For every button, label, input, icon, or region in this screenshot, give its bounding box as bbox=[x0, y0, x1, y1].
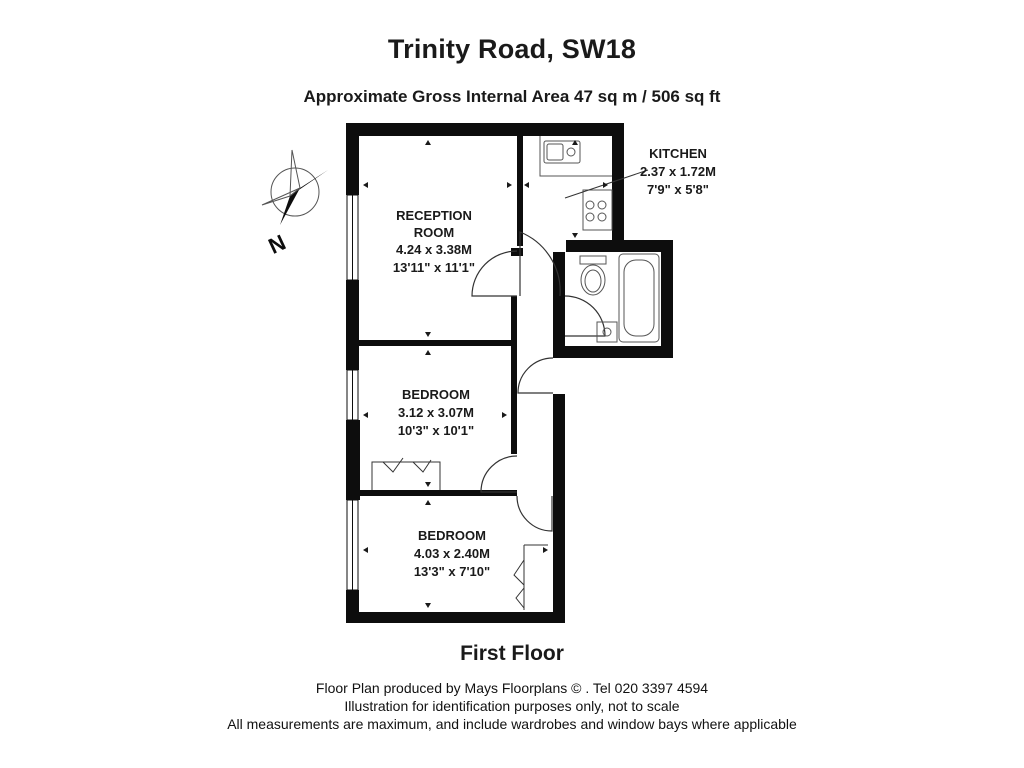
footer-credit: Floor Plan produced by Mays Floorplans ©… bbox=[315, 680, 709, 696]
gross-area: Approximate Gross Internal Area 47 sq m … bbox=[303, 87, 721, 106]
dimension-tick bbox=[425, 332, 431, 337]
wall-segment bbox=[517, 136, 523, 246]
dimension-tick bbox=[363, 412, 368, 418]
doors bbox=[471, 231, 606, 532]
wall-segment bbox=[553, 346, 673, 358]
bath bbox=[618, 253, 660, 343]
dimension-tick bbox=[363, 547, 368, 553]
door-swing bbox=[564, 295, 606, 337]
room-metric: 3.12 x 3.07M bbox=[398, 405, 474, 420]
plan-title: Trinity Road, SW18 bbox=[387, 34, 637, 64]
wall-segment bbox=[346, 123, 359, 195]
room-metric: 2.37 x 1.72M bbox=[640, 164, 716, 179]
wall-segment bbox=[511, 296, 517, 346]
wardrobes bbox=[371, 457, 548, 610]
room-kitchen: KITCHEN 2.37 x 1.72M 7'9" x 5'8" bbox=[640, 146, 716, 197]
door-swing bbox=[480, 455, 518, 493]
dimension-tick bbox=[543, 547, 548, 553]
footer-measurements-note: All measurements are maximum, and includ… bbox=[227, 716, 797, 732]
door-swing bbox=[519, 231, 561, 297]
wardrobe bbox=[371, 461, 441, 490]
dimension-tick bbox=[572, 233, 578, 238]
room-name: RECEPTION bbox=[396, 208, 472, 223]
dimension-tick bbox=[425, 482, 431, 487]
compass-label: N bbox=[265, 230, 290, 259]
kitchen-fixtures bbox=[539, 136, 613, 231]
dimension-tick bbox=[425, 140, 431, 145]
dimension-tick bbox=[363, 182, 368, 188]
sink bbox=[543, 140, 581, 164]
room-imperial: 13'11" x 11'1" bbox=[393, 260, 475, 275]
dimension-tick bbox=[572, 140, 578, 145]
dimension-tick bbox=[507, 182, 512, 188]
wall-segment bbox=[553, 394, 565, 623]
room-metric: 4.03 x 2.40M bbox=[414, 546, 490, 561]
wall-segment bbox=[661, 240, 673, 358]
room-reception: RECEPTION ROOM 4.24 x 3.38M 13'11" x 11'… bbox=[393, 208, 475, 275]
door-swing bbox=[516, 495, 553, 532]
bathroom-fixtures bbox=[579, 253, 660, 343]
wall-segment bbox=[359, 340, 517, 346]
door-swing bbox=[471, 250, 518, 297]
dimension-tick bbox=[524, 182, 529, 188]
kitchen-pointer bbox=[564, 169, 649, 199]
windows bbox=[346, 194, 359, 591]
door-swing bbox=[517, 357, 554, 394]
wardrobe bbox=[523, 544, 548, 610]
room-name: BEDROOM bbox=[418, 528, 486, 543]
room-bedroom-2: BEDROOM 4.03 x 2.40M 13'3" x 7'10" bbox=[414, 528, 490, 579]
cistern bbox=[579, 255, 607, 265]
basin bbox=[596, 321, 618, 343]
room-imperial: 10'3" x 10'1" bbox=[398, 423, 474, 438]
wall-segment bbox=[359, 490, 517, 496]
floor-plan: N KITCHEN 2.37 x 1.72M 7'9" x 5'8" RECEP… bbox=[261, 123, 716, 623]
north-arrow: N bbox=[261, 149, 328, 259]
room-bedroom-1: BEDROOM 3.12 x 3.07M 10'3" x 10'1" bbox=[398, 387, 474, 438]
room-name: KITCHEN bbox=[649, 146, 707, 161]
room-name: ROOM bbox=[414, 225, 454, 240]
room-imperial: 13'3" x 7'10" bbox=[414, 564, 490, 579]
wall-segment bbox=[566, 240, 672, 252]
wall-segment bbox=[511, 248, 523, 256]
walls bbox=[346, 123, 673, 623]
footer-disclaimer: Illustration for identification purposes… bbox=[344, 698, 680, 714]
dimension-tick bbox=[425, 350, 431, 355]
wall-segment bbox=[612, 123, 624, 245]
wall-segment bbox=[511, 346, 517, 454]
wall-segment bbox=[346, 612, 565, 623]
hob bbox=[582, 189, 613, 231]
room-name: BEDROOM bbox=[402, 387, 470, 402]
toilet bbox=[580, 264, 606, 296]
dimension-tick bbox=[603, 182, 608, 188]
wall-segment bbox=[346, 420, 360, 500]
dimension-markers bbox=[363, 140, 608, 608]
wall-segment bbox=[346, 123, 624, 136]
wall-segment bbox=[557, 256, 565, 286]
wall-segment bbox=[346, 280, 359, 370]
dimension-tick bbox=[502, 412, 507, 418]
dimension-tick bbox=[425, 500, 431, 505]
compass-ring bbox=[270, 167, 320, 217]
worktop bbox=[539, 136, 612, 177]
floor-name: First Floor bbox=[460, 642, 564, 665]
dimension-tick bbox=[425, 603, 431, 608]
room-imperial: 7'9" x 5'8" bbox=[647, 182, 709, 197]
room-metric: 4.24 x 3.38M bbox=[396, 242, 472, 257]
